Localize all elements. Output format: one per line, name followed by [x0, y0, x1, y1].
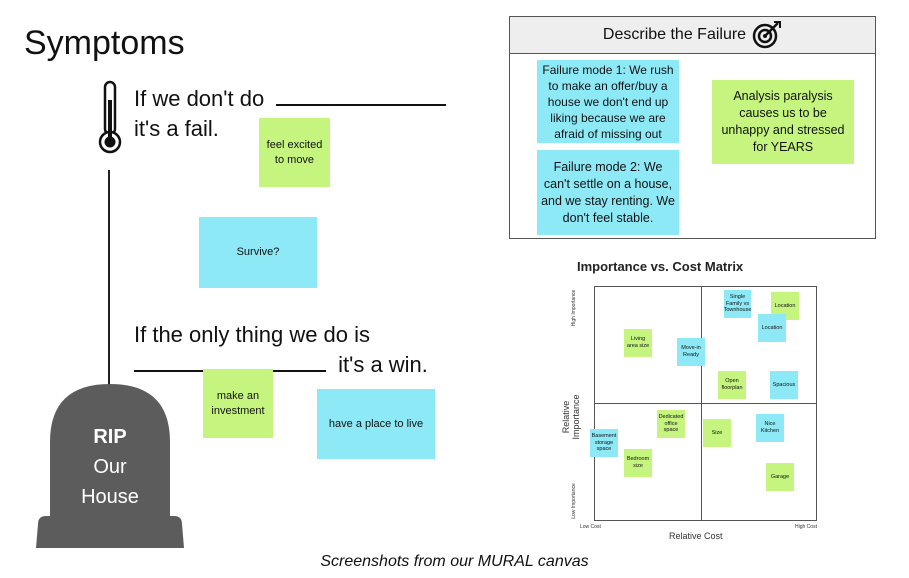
- sticky-failure-mode-2[interactable]: Failure mode 2: We can't settle on a hou…: [537, 150, 679, 235]
- page-title: Symptoms: [24, 24, 185, 62]
- tombstone-icon: [36, 384, 184, 548]
- tombstone-house: House: [81, 486, 139, 508]
- fail-statement-line1: If we don't do: [134, 86, 265, 111]
- tombstone-text: RIP Our House: [60, 422, 160, 512]
- matrix-note-garage[interactable]: Garage: [766, 463, 794, 491]
- win-statement-line1: If the only thing we do is: [134, 322, 371, 347]
- matrix-note-move-in[interactable]: Move-in Ready: [677, 338, 705, 366]
- matrix-note-living-area[interactable]: Living area size: [624, 329, 652, 357]
- matrix-note-bedroom-size[interactable]: Bedroom size: [624, 449, 652, 477]
- matrix-y-high: High Importance: [571, 289, 577, 327]
- win-statement-line2: it's a win.: [338, 352, 428, 377]
- matrix-y-low: Low Importance: [571, 483, 577, 519]
- sticky-make-investment[interactable]: make an investment: [203, 369, 273, 438]
- sticky-failure-mode-1[interactable]: Failure mode 1: We rush to make an offer…: [537, 60, 679, 143]
- timeline-line: [108, 170, 110, 395]
- sticky-survive[interactable]: Survive?: [199, 217, 317, 288]
- matrix-note-size[interactable]: Size: [703, 419, 731, 447]
- matrix-note-spacious[interactable]: Spacious: [770, 371, 798, 399]
- tombstone-our: Our: [93, 456, 127, 478]
- matrix-note-basement[interactable]: Basement storage space: [590, 429, 618, 457]
- matrix-note-single-family[interactable]: Single Family vs Townhouse: [724, 290, 751, 318]
- failure-panel-header: Describe the Failure: [510, 17, 875, 54]
- fail-blank: [276, 90, 447, 106]
- matrix-divider-horizontal: [594, 403, 817, 404]
- matrix-x-label: Relative Cost: [669, 531, 723, 541]
- matrix-note-location-blue[interactable]: Location: [758, 314, 786, 342]
- matrix-note-dedicated-office[interactable]: Dedicated office space: [657, 410, 685, 438]
- failure-panel: Describe the Failure: [509, 16, 876, 239]
- sticky-feel-excited[interactable]: feel excited to move: [259, 118, 330, 187]
- matrix-note-open-floorplan[interactable]: Open floorplan: [718, 371, 746, 399]
- target-icon: [752, 21, 782, 49]
- caption: Screenshots from our MURAL canvas: [320, 553, 589, 570]
- fail-statement-line2: it's a fail.: [134, 116, 219, 141]
- failure-panel-title: Describe the Failure: [602, 26, 747, 43]
- matrix-note-nice-kitchen[interactable]: Nice Kitchen: [756, 414, 784, 442]
- matrix-x-low: Low Cost: [580, 524, 601, 530]
- win-statement: If the only thing we do is it's a win.: [134, 320, 428, 380]
- fail-statement: If we don't do it's a fail.: [134, 84, 447, 144]
- sticky-place-to-live[interactable]: have a place to live: [317, 389, 435, 459]
- matrix-title: Importance vs. Cost Matrix: [577, 259, 744, 274]
- matrix-x-high: High Cost: [795, 524, 817, 530]
- tombstone-rip: RIP: [93, 426, 127, 448]
- thermometer-icon: [98, 80, 122, 154]
- matrix-y-label: Relative Importance: [561, 394, 581, 440]
- sticky-analysis-paralysis[interactable]: Analysis paralysis causes us to be unhap…: [712, 80, 854, 164]
